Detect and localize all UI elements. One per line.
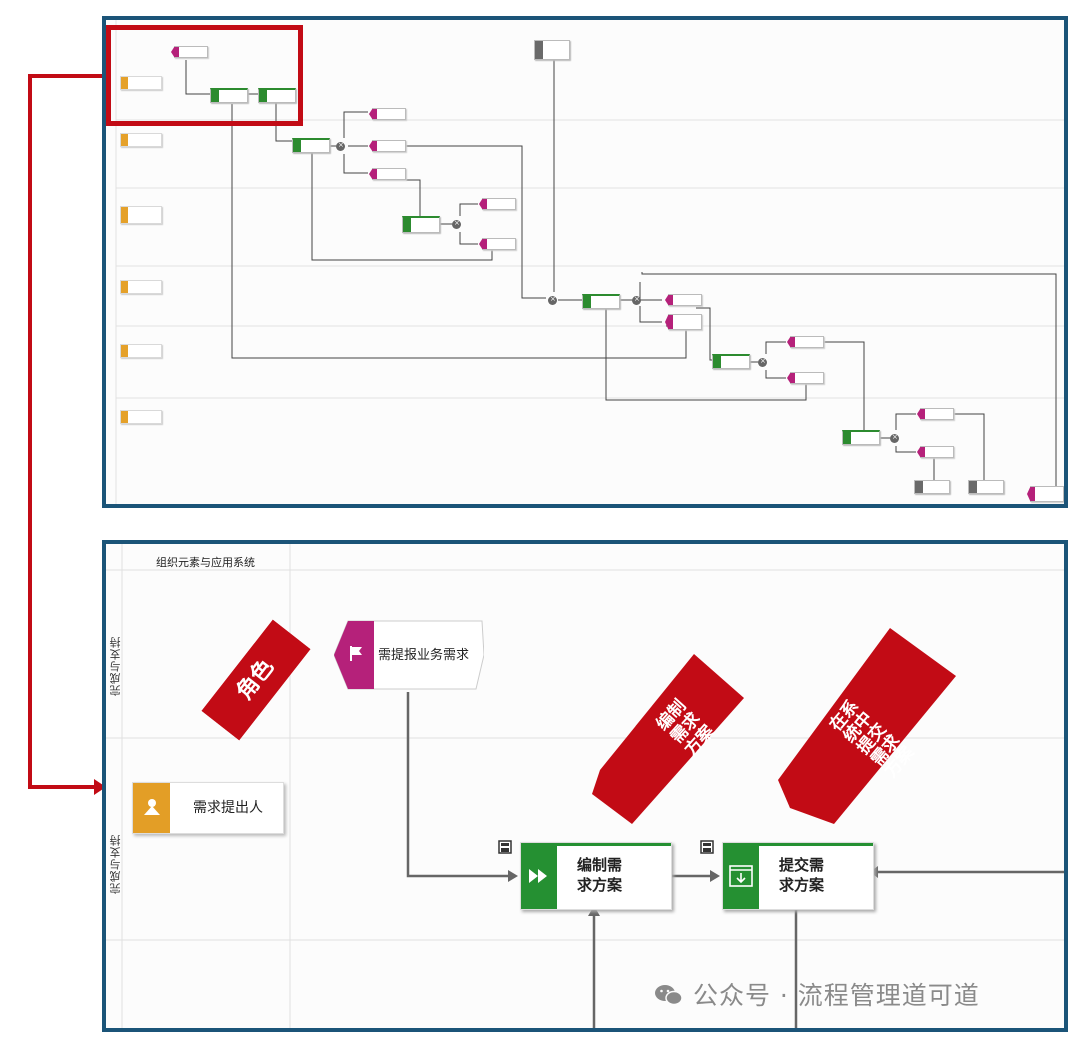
overview-gateway [548,295,557,305]
overview-activity-node [292,138,330,153]
document-icon [700,840,714,854]
annotation-activity2-ribbon [778,628,956,824]
overview-activity-node [258,88,296,103]
overview-role-node [120,280,162,294]
watermark: 公众号 · 流程管理道可道 [654,976,980,1012]
overview-gateway [890,433,899,443]
activity-node-1[interactable]: 编制需 求方案 [520,842,672,910]
person-icon [133,783,170,833]
overview-event-node [1027,486,1064,502]
overview-activity-node [842,430,880,445]
annotation-activity1-ribbon [592,654,744,824]
overview-gateway [758,357,767,367]
overview-activity-node [582,294,620,309]
wechat-icon [655,985,683,1006]
role-node[interactable]: 需求提出人 [132,782,284,834]
fast-forward-icon [521,843,557,909]
download-window-icon [723,843,759,909]
overview-event-node [787,336,824,348]
overview-gray-node [914,480,950,494]
role-label: 需求提出人 [193,800,263,816]
overview-activity-node [402,216,440,233]
overview-event-node [369,108,406,120]
process-detail-panel: 组织元素与应用系统 完成与支持 完成与支持 需求提出人 需提报业务需求 编制需 … [102,540,1068,1032]
overview-event-node [479,238,516,250]
overview-gray-node [968,480,1004,494]
lane-label-1: 完成与支持 [109,636,122,696]
overview-role-node [120,410,162,424]
event-node[interactable]: 需提报业务需求 [334,620,484,690]
overview-role-node [120,133,162,147]
overview-activity-node [210,88,248,103]
overview-event-node [917,408,954,420]
highlight-box [106,25,303,126]
overview-event-node [665,314,702,330]
activity-2-label: 提交需 求方案 [779,856,825,894]
overview-role-node [120,76,162,90]
activity-1-label: 编制需 求方案 [577,856,623,894]
overview-event-node [479,198,516,210]
lane-label-2: 完成与支持 [109,834,122,894]
overview-gray-node [534,40,570,60]
event-label: 需提报业务需求 [378,648,470,663]
activity-node-2[interactable]: 提交需 求方案 [722,842,874,910]
process-overview-panel [102,16,1068,508]
overview-event-node [171,46,208,58]
overview-activity-node [712,354,750,369]
document-icon [498,840,512,854]
overview-event-node [369,140,406,152]
overview-role-node [120,206,162,224]
overview-event-node [917,446,954,458]
overview-event-node [369,168,406,180]
annotation-role-text: 角色 [232,654,280,705]
watermark-text: 公众号 · 流程管理道可道 [692,981,980,1010]
lane-header-title: 组织元素与应用系统 [156,556,255,569]
overview-gateway [336,141,345,151]
overview-gateway [632,295,641,305]
annotation-role-ribbon: 角色 [201,620,310,741]
overview-event-node [665,294,702,306]
overview-gateway [452,219,461,229]
overview-event-node [787,372,824,384]
overview-role-node [120,344,162,358]
flag-icon [350,646,362,661]
